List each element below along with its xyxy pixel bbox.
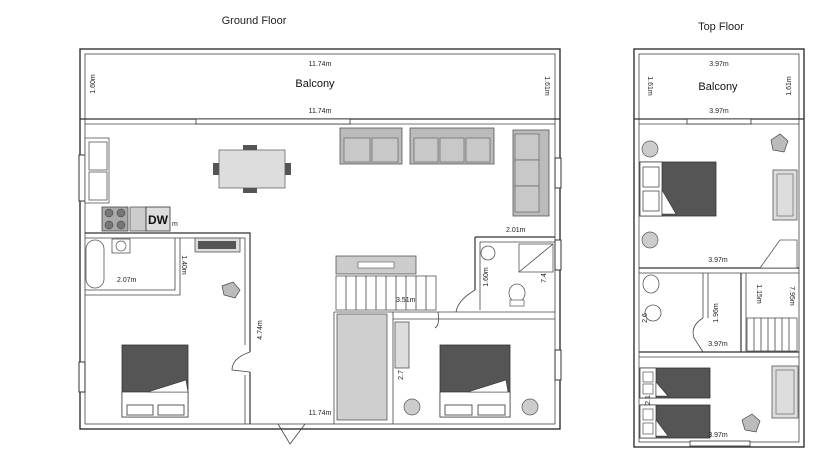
dim-balcony-bottom: 11.74m — [309, 108, 332, 115]
dim-top-bottom: 3.97m — [708, 432, 728, 439]
ground-balcony-label: Balcony — [295, 78, 335, 90]
window-wc — [554, 239, 562, 271]
dim-top-balcony-top: 3.97m — [709, 61, 729, 68]
dim-living-right: 2.01m — [506, 227, 526, 234]
top-bedroom-2: 2.1 3.97m — [639, 365, 799, 439]
ground-inner-wall — [84, 53, 556, 425]
dim-top-balcony-bottom: 3.97m — [709, 108, 729, 115]
balcony-sliding-door — [195, 118, 351, 125]
dim-top-landing: 1.15m — [755, 284, 762, 304]
dim-bath-left-width: 2.07m — [117, 277, 137, 284]
sofa-right — [512, 129, 550, 217]
top-floor: Top Floor 3.97m 3.97m Balcony 1.61m 1.61… — [633, 21, 805, 448]
dim-balcony-left: 1.60m — [90, 74, 97, 94]
ground-floor-title: Ground Floor — [222, 15, 287, 27]
bedroom-left: 4.74m — [121, 237, 264, 418]
wc-right: 1.60m 7.4 — [480, 243, 554, 307]
ground-floor: Ground Floor 11.74m 11.74m Balcony 1.60m… — [78, 15, 562, 445]
ground-balcony: 11.74m 11.74m Balcony 1.60m 1.61m — [80, 61, 560, 125]
top-balcony: 3.97m 3.97m Balcony 1.61m 1.61m — [634, 61, 804, 125]
dim-kitchen-m: m — [172, 221, 178, 228]
ground-interior-walls — [85, 232, 555, 445]
dim-ground-bottom: 11.74m — [309, 410, 332, 417]
sink-bowl-2 — [88, 171, 108, 201]
top-balcony-label: Balcony — [698, 81, 738, 93]
sink-bowl-1 — [88, 141, 108, 171]
dim-stairs-width: 3.51m — [396, 297, 416, 304]
kitchen: DW m — [84, 137, 178, 232]
dim-balcony-top: 11.74m — [309, 61, 332, 68]
dining-table — [213, 145, 291, 193]
window-bedroom-left — [78, 361, 86, 393]
top-bedroom-1: 3.97m — [639, 133, 798, 269]
window-bedroom-right — [554, 349, 562, 381]
toilet — [508, 283, 526, 303]
bedroom-right — [403, 344, 539, 418]
sofa-left — [339, 127, 403, 165]
nightstand-left — [403, 398, 421, 416]
dim-wc-height: 1.60m — [483, 267, 490, 287]
window-living — [554, 157, 562, 189]
fridge — [129, 206, 147, 232]
dim-bedroom-left: 4.74m — [257, 320, 264, 340]
sofa-middle — [409, 127, 495, 165]
bathtub — [85, 239, 105, 289]
dim-top-bedroom2-side: 2.1 — [645, 395, 652, 405]
dim-balcony-right: 1.61m — [543, 76, 550, 96]
top-window-bottom — [689, 440, 751, 447]
top-floor-title: Top Floor — [698, 21, 744, 33]
nightstand-right — [521, 398, 539, 416]
dim-wc-side: 7.4 — [541, 273, 548, 283]
top-hall: 1.96m 3.97m 1.15m 7.95m — [708, 284, 798, 352]
top-stairs — [746, 317, 798, 352]
closet-unit — [394, 321, 410, 369]
dim-top-balcony-right: 1.61m — [786, 76, 793, 96]
dim-top-bath-side: 2.6 — [642, 313, 649, 323]
dim-closet: 2.7 — [398, 370, 405, 380]
dim-top-hall-height: 1.96m — [713, 303, 720, 323]
dishwasher-label: DW — [148, 213, 169, 227]
stairwell — [336, 313, 388, 421]
bath-left: 2.07m 1.40m — [85, 238, 187, 289]
top-bath: 2.6 — [642, 274, 662, 323]
dim-top-bedroom-bottom: 3.97m — [708, 257, 728, 264]
dim-top-balcony-left: 1.61m — [646, 76, 653, 96]
stairs-ground: 3.51m — [335, 255, 437, 421]
dim-top-stairs-right: 7.95m — [788, 286, 795, 306]
dim-bath-left-height: 1.40m — [180, 255, 187, 275]
chair-left — [221, 281, 241, 299]
dim-top-hall-width: 3.97m — [708, 341, 728, 348]
window-kitchen — [78, 154, 86, 202]
dishwasher — [145, 206, 171, 232]
